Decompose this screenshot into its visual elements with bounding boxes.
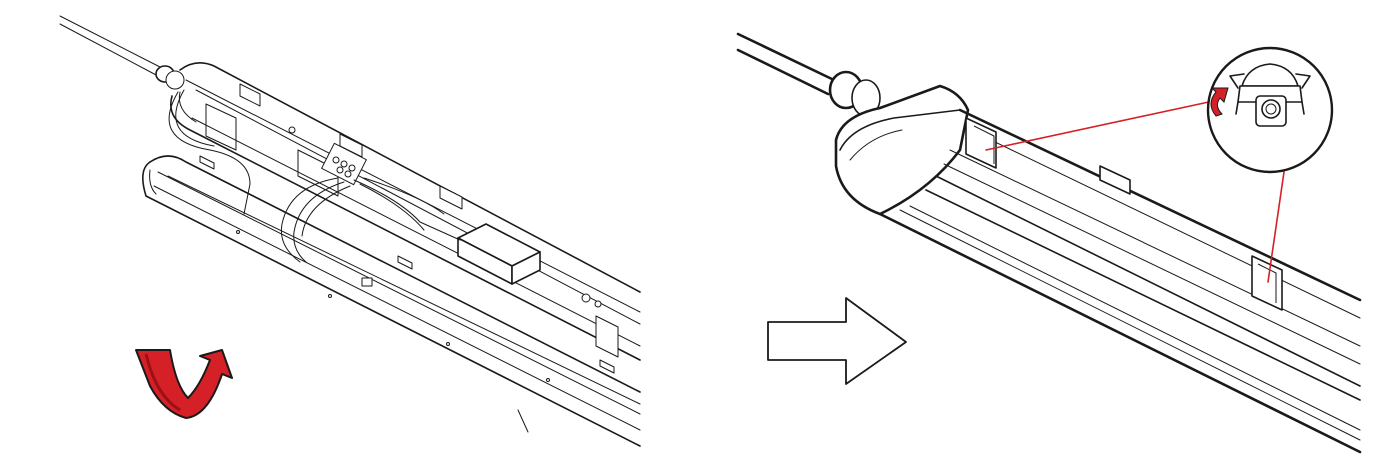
clip-detail-callout: [985, 46, 1334, 283]
cable-gland: [155, 65, 185, 90]
step-1-open-luminaire: [59, 15, 641, 447]
terminal-block: [321, 142, 367, 186]
housing-body: [878, 108, 1362, 454]
internal-wiring: [168, 89, 461, 263]
housing-body: [168, 62, 641, 361]
housing-clip: [1251, 255, 1283, 311]
detail-rotate-icon: [1210, 87, 1229, 117]
power-cable: [59, 15, 163, 77]
rotate-arrow-icon: [135, 349, 233, 419]
next-step-arrow-icon: [767, 297, 907, 385]
housing-clip: [1099, 165, 1131, 195]
clip-detail-view: [1229, 63, 1311, 127]
led-driver: [457, 223, 541, 285]
housing-clip: [965, 117, 997, 169]
diffuser-cover: [142, 155, 641, 447]
step-2-closed-luminaire: [736, 32, 1362, 454]
cable-gland: [828, 70, 881, 117]
power-cable: [736, 32, 836, 96]
